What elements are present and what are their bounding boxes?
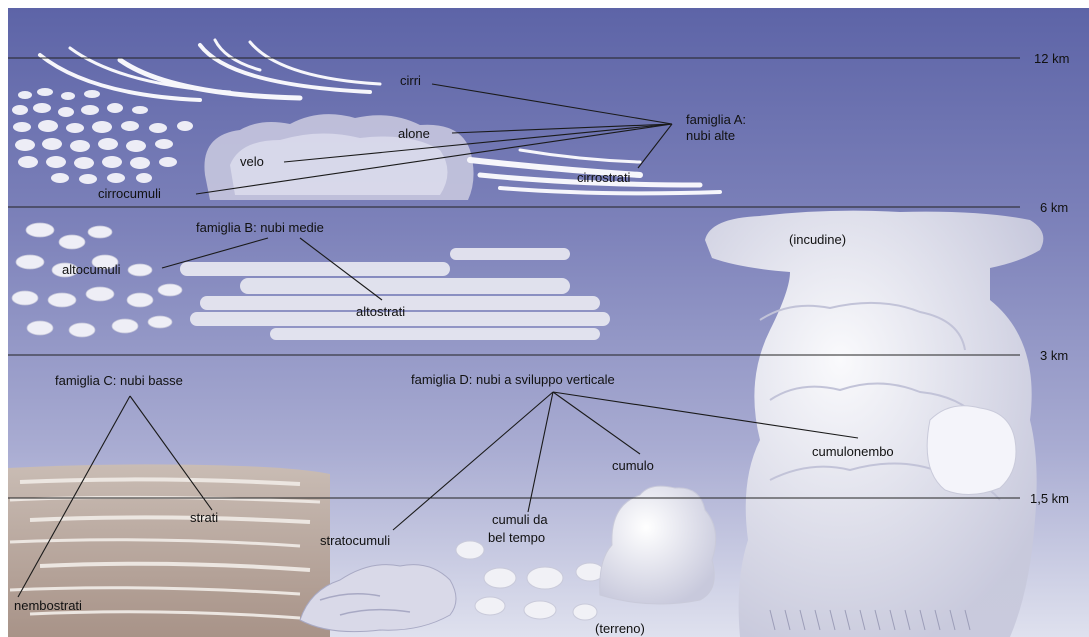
label-cumulonembo: cumulonembo bbox=[812, 444, 894, 459]
label-strati: strati bbox=[190, 510, 218, 525]
label-altostrati: altostrati bbox=[356, 304, 405, 319]
label-alone: alone bbox=[398, 126, 430, 141]
altitude-label-12km: 12 km bbox=[1034, 51, 1069, 66]
family-a-label-line1: famiglia A: bbox=[686, 112, 746, 127]
label-incudine: (incudine) bbox=[789, 232, 846, 247]
altitude-label-3km: 3 km bbox=[1040, 348, 1068, 363]
label-altocumuli: altocumuli bbox=[62, 262, 121, 277]
label-stratocumuli: stratocumuli bbox=[320, 533, 390, 548]
label-terreno: (terreno) bbox=[595, 621, 645, 636]
family-d-label: famiglia D: nubi a sviluppo verticale bbox=[411, 372, 615, 387]
label-cumuli-line1: cumuli da bbox=[492, 512, 548, 527]
altitude-label-1-5km: 1,5 km bbox=[1030, 491, 1069, 506]
label-cumulo: cumulo bbox=[612, 458, 654, 473]
altitude-label-6km: 6 km bbox=[1040, 200, 1068, 215]
family-b-label: famiglia B: nubi medie bbox=[196, 220, 324, 235]
label-cirrocumuli: cirrocumuli bbox=[98, 186, 161, 201]
label-nembostrati: nembostrati bbox=[14, 598, 82, 613]
label-velo: velo bbox=[240, 154, 264, 169]
label-cirri: cirri bbox=[400, 73, 421, 88]
family-a-label-line2: nubi alte bbox=[686, 128, 735, 143]
label-cirrostrati: cirrostrati bbox=[577, 170, 631, 185]
family-c-label: famiglia C: nubi basse bbox=[55, 373, 183, 388]
label-cumuli-line2: bel tempo bbox=[488, 530, 545, 545]
